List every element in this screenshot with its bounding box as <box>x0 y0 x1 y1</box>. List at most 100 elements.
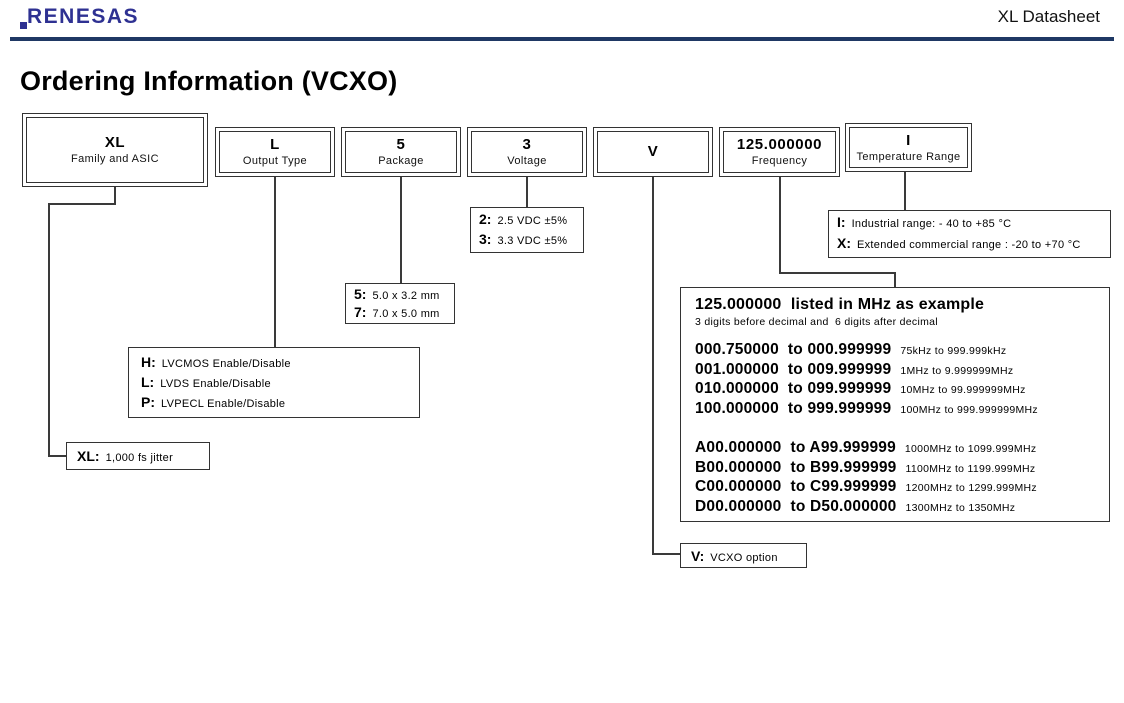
callout-row: 3: 3.3 VDC ±5% <box>479 231 575 251</box>
connector-line <box>894 272 896 289</box>
callout-row: 5: 5.0 x 3.2 mm <box>354 286 446 304</box>
range-description: 1000MHz to 1099.999MHz <box>904 443 1037 455</box>
connector-line <box>904 172 906 211</box>
option-text: Extended commercial range : -20 to +70 °… <box>857 239 1081 251</box>
option-text: Industrial range: - 40 to +85 °C <box>851 218 1012 230</box>
range-code: C00.000000 to C99.999999 <box>695 478 897 495</box>
range-code: B00.000000 to B99.999999 <box>695 458 897 476</box>
frequency-range-row: B00.000000 to B99.999999 1100MHz to 1199… <box>695 459 1095 479</box>
range-description: 1MHz to 9.999999MHz <box>900 364 1014 377</box>
frequency-range-row: 010.000000 to 099.999999 10MHz to 99.999… <box>695 380 1095 400</box>
callout-row: XL: 1,000 fs jitter <box>77 448 173 464</box>
connector-line <box>652 177 654 555</box>
callout-row: L: LVDS Enable/Disable <box>141 374 407 394</box>
frequency-subtitle: 3 digits before decimal and 6 digits aft… <box>695 316 938 328</box>
connector-line <box>526 177 528 208</box>
option-code: I: <box>837 214 846 230</box>
option-text: 2.5 VDC ±5% <box>497 215 568 227</box>
doc-title: XL Datasheet <box>997 7 1100 26</box>
part-field-package-inner: 5 Package <box>345 131 457 173</box>
callout-frequency: 125.000000 listed in MHz as example 3 di… <box>680 287 1110 522</box>
connector-line <box>48 455 68 457</box>
option-code: P: <box>141 394 155 410</box>
callout-row: P: LVPECL Enable/Disable <box>141 394 407 414</box>
range-description: 10MHz to 99.999999MHz <box>900 384 1026 396</box>
option-code: V: <box>691 547 705 564</box>
frequency-ranges-high: A00.000000 to A99.999999 1000MHz to 1099… <box>695 439 1095 517</box>
option-code: 5: <box>354 286 367 302</box>
header-rule <box>10 37 1114 41</box>
frequency-range-row: 100.000000 to 999.999999 100MHz to 999.9… <box>695 400 1095 420</box>
connector-line <box>48 203 116 205</box>
callout-row: V: VCXO option <box>691 548 778 564</box>
part-field-frequency-inner: 125.000000 Frequency <box>723 131 836 173</box>
option-code: 2: <box>479 211 492 227</box>
callout-row: I: Industrial range: - 40 to +85 °C <box>837 214 1102 235</box>
part-field-frequency: 125.000000 Frequency <box>719 127 840 177</box>
part-field-code: XL <box>104 134 126 151</box>
option-text: 3.3 VDC ±5% <box>497 235 568 247</box>
frequency-range-row: C00.000000 to C99.999999 1200MHz to 1299… <box>695 478 1095 498</box>
connector-line <box>652 553 681 555</box>
option-text: 7.0 x 5.0 mm <box>372 308 440 320</box>
connector-line <box>779 272 896 274</box>
callout-row: X: Extended commercial range : -20 to +7… <box>837 235 1102 256</box>
logo-square-icon <box>20 22 27 29</box>
range-description: 1200MHz to 1299.999MHz <box>905 482 1037 494</box>
part-field-code: L <box>270 136 280 153</box>
option-code: 7: <box>354 304 367 320</box>
part-field-code: I <box>906 131 911 149</box>
connector-line <box>274 177 276 348</box>
part-field-label: Family and ASIC <box>71 153 159 165</box>
option-code: L: <box>141 374 155 390</box>
part-field-voltage-inner: 3 Voltage <box>471 131 583 173</box>
part-field-label: Voltage <box>507 155 547 167</box>
part-field-label: Output Type <box>242 155 308 167</box>
frequency-range-row: 001.000000 to 009.999999 1MHz to 9.99999… <box>695 361 1095 381</box>
range-code: 010.000000 to 099.999999 <box>695 380 892 397</box>
range-description: 100MHz to 999.999999MHz <box>900 403 1038 416</box>
option-text: 5.0 x 3.2 mm <box>372 290 440 302</box>
part-field-vcxo-inner: V <box>597 131 709 173</box>
range-code: 100.000000 to 999.999999 <box>695 399 892 417</box>
callout-row: H: LVCMOS Enable/Disable <box>141 354 407 374</box>
part-field-code: V <box>647 143 659 160</box>
part-field-label: Frequency <box>751 155 808 167</box>
callout-package: 5: 5.0 x 3.2 mm 7: 7.0 x 5.0 mm <box>345 283 455 324</box>
callout-row: 2: 2.5 VDC ±5% <box>479 211 575 231</box>
frequency-range-row: A00.000000 to A99.999999 1000MHz to 1099… <box>695 439 1095 459</box>
range-code: A00.000000 to A99.999999 <box>695 439 896 456</box>
option-code: H: <box>141 354 156 370</box>
option-text: LVPECL Enable/Disable <box>161 398 286 410</box>
option-code: 3: <box>479 231 492 247</box>
connector-line <box>114 187 116 204</box>
part-field-temperature: I Temperature Range <box>845 123 972 172</box>
connector-line <box>48 203 50 456</box>
range-code: D00.000000 to D50.000000 <box>695 497 897 515</box>
frequency-range-row: D00.000000 to D50.000000 1300MHz to 1350… <box>695 498 1095 518</box>
logo-text: RENESAS <box>27 5 140 28</box>
range-code: 001.000000 to 009.999999 <box>695 360 892 378</box>
option-text: 1,000 fs jitter <box>105 452 174 464</box>
option-code: X: <box>837 235 851 251</box>
part-field-output-type-inner: L Output Type <box>219 131 331 173</box>
part-field-output-type: L Output Type <box>215 127 335 177</box>
frequency-ranges-low: 000.750000 to 000.999999 75kHz to 999.99… <box>695 341 1095 419</box>
option-code: XL: <box>77 448 100 464</box>
option-text: VCXO option <box>710 551 778 564</box>
frequency-title: 125.000000 listed in MHz as example <box>695 296 985 313</box>
range-description: 1300MHz to 1350MHz <box>905 501 1016 514</box>
callout-vcxo: V: VCXO option <box>680 543 807 568</box>
part-field-package: 5 Package <box>341 127 461 177</box>
option-text: LVDS Enable/Disable <box>160 378 271 390</box>
callout-voltage: 2: 2.5 VDC ±5% 3: 3.3 VDC ±5% <box>470 207 584 253</box>
part-field-family: XL Family and ASIC <box>22 113 208 187</box>
part-field-vcxo: V <box>593 127 713 177</box>
range-description: 1100MHz to 1199.999MHz <box>905 462 1036 475</box>
part-field-temperature-inner: I Temperature Range <box>849 127 968 168</box>
part-field-family-inner: XL Family and ASIC <box>26 117 204 183</box>
range-code: 000.750000 to 000.999999 <box>695 341 892 358</box>
connector-line <box>400 177 402 284</box>
callout-temperature: I: Industrial range: - 40 to +85 °C X: E… <box>828 210 1111 258</box>
